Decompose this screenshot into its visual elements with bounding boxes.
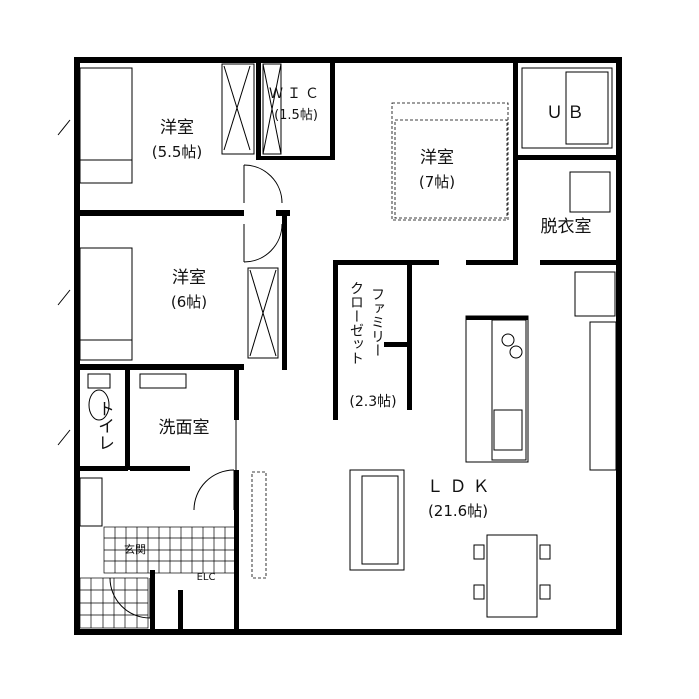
bedroom-main-size: (7帖) [419,173,455,191]
bath-name: ＵＢ [546,103,588,123]
dressing-name: 脱衣室 [541,217,592,237]
entrance-name: 玄関 [124,542,146,556]
family-closet-name-1: ファミリー [369,287,385,357]
bedroom-main-name: 洋室 [420,148,454,168]
bedroom2-size: (6帖) [171,293,207,311]
ldk-name: ＬＤＫ [427,477,496,497]
wic-name: ＷＩＣ [269,86,323,102]
bedroom1-size: (5.5帖) [152,143,203,161]
bedroom1-name: 洋室 [160,118,194,138]
exterior-walls [74,57,622,635]
room-labels: 洋室 (5.5帖) ＷＩＣ (1.5帖) 洋室 (7帖) ＵＢ 脱衣室 洋室 (… [94,86,592,583]
doors [109,164,283,619]
toilet-name: トイレ [94,400,114,451]
elc-label: ELC [197,572,216,583]
interior-walls [78,60,620,635]
furniture [79,63,617,618]
bedroom2-name: 洋室 [172,268,206,288]
ldk-size: (21.6帖) [428,502,488,520]
windows [57,58,621,634]
washroom-name: 洗面室 [159,418,210,438]
wic-size: (1.5帖) [274,108,318,123]
entrance-tiles [79,526,237,629]
family-closet-name-2: クローゼット [348,281,364,365]
family-closet-size: (2.3帖) [349,394,396,410]
